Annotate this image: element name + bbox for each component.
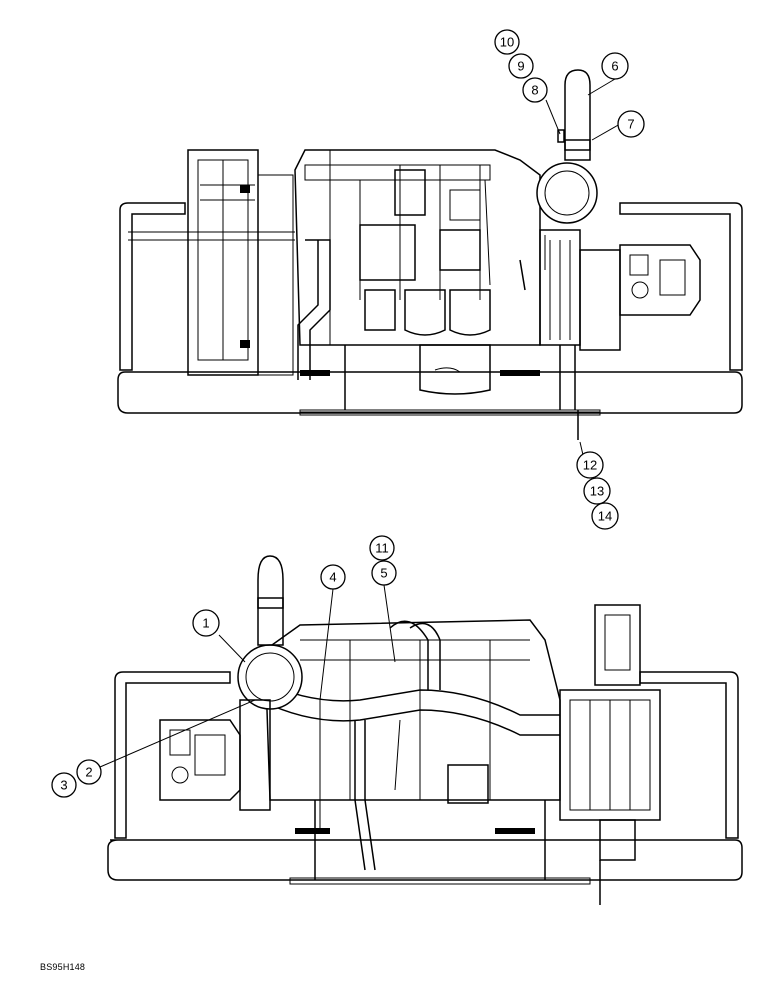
callout-4: 4 [320,564,346,590]
figure-code: BS95H148 [40,962,86,972]
callout-6: 6 [601,52,629,80]
callout-11: 11 [369,535,395,561]
callout-5-label: 5 [380,566,387,581]
callout-2: 2 [76,759,102,785]
callout-3: 3 [51,772,77,798]
engine-side-view-top [117,69,743,440]
callout-9: 9 [508,53,534,79]
callout-10: 10 [494,29,520,55]
callout-12-label: 12 [583,458,597,473]
callout-13-label: 13 [590,484,604,499]
leader-lines [99,78,621,768]
callout-10-label: 10 [500,35,514,50]
callout-5: 5 [371,560,397,586]
callout-9-label: 9 [517,59,524,74]
callout-14: 14 [591,502,619,530]
callout-11-label: 11 [375,541,389,556]
callout-7-label: 7 [627,117,634,132]
callout-14-label: 14 [598,509,612,524]
callout-2-label: 2 [85,765,92,780]
callout-8: 8 [522,77,548,103]
engine-side-view-bottom [107,555,743,905]
callout-4-label: 4 [329,570,336,585]
callout-13: 13 [583,477,611,505]
callout-7: 7 [617,110,645,138]
callout-3-label: 3 [60,778,67,793]
callout-1: 1 [192,609,220,637]
callout-12: 12 [576,451,604,479]
callout-1-label: 1 [202,616,209,631]
callout-6-label: 6 [611,59,618,74]
callout-8-label: 8 [531,83,538,98]
